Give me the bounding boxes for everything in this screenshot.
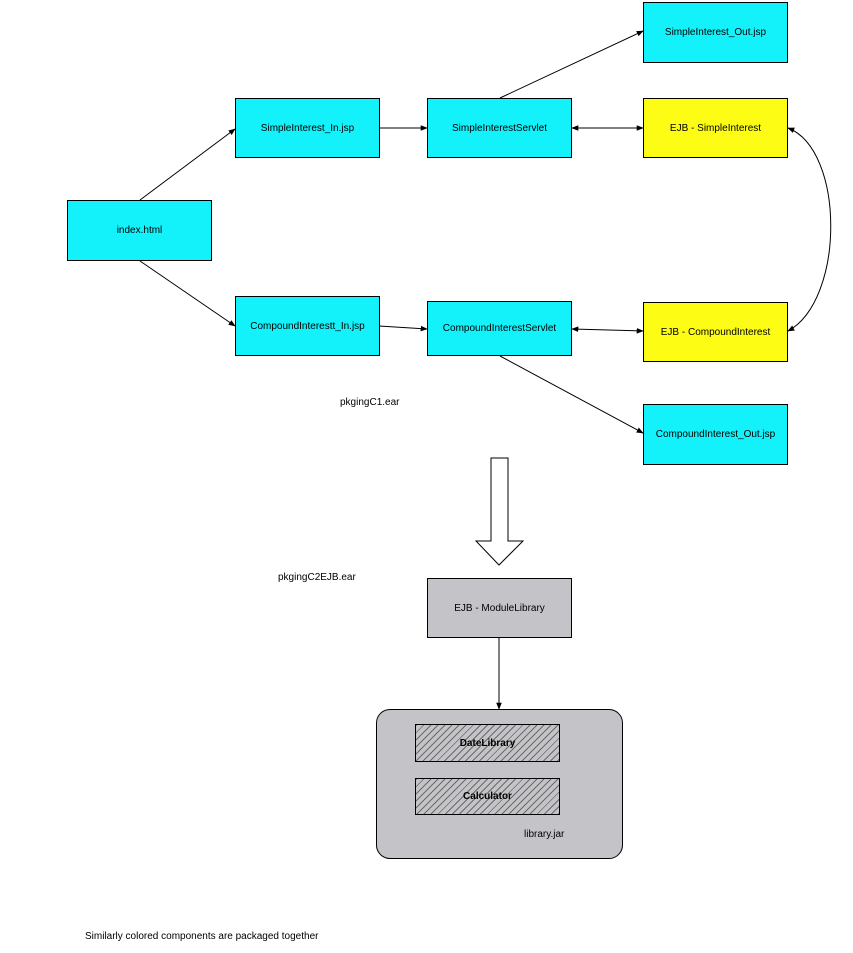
node-index-html: index.html [67,200,212,261]
arrow-compound-servlet-ejb [571,326,644,334]
component-date-library: DateLibrary [415,724,560,762]
arrow-compound-servlet-to-out [499,355,644,434]
node-compound-interest-out: CompoundInterest_Out.jsp [643,404,788,465]
node-simple-interest-out: SimpleInterest_Out.jsp [643,2,788,63]
arrow-compound-in-to-servlet [378,325,428,332]
node-ejb-simple-interest: EJB - SimpleInterest [643,98,788,158]
node-compound-interest-in: CompoundInterestt_In.jsp [235,296,380,356]
arrow-ejb-simple-compound [787,127,832,332]
node-ejb-compound-interest: EJB - CompoundInterest [643,302,788,362]
component-calculator: Calculator [415,778,560,815]
node-compound-interest-servlet: CompoundInterestServlet [427,301,572,356]
node-ejb-module-library: EJB - ModuleLibrary [427,578,572,638]
footnote: Similarly colored components are package… [85,931,319,942]
label-ear2: pkgingC2EJB.ear [278,572,356,583]
label-library-jar: library.jar [524,829,565,840]
arrow-index-to-simple-in [139,128,236,201]
big-down-arrow [474,457,525,566]
label-ear1: pkgingC1.ear [340,397,400,408]
node-simple-interest-servlet: SimpleInterestServlet [427,98,572,158]
arrow-index-to-compound-in [139,260,236,327]
library-jar-container: DateLibrary Calculator library.jar [376,709,623,859]
node-simple-interest-in: SimpleInterest_In.jsp [235,98,380,158]
arrow-simple-servlet-to-out [499,30,644,99]
